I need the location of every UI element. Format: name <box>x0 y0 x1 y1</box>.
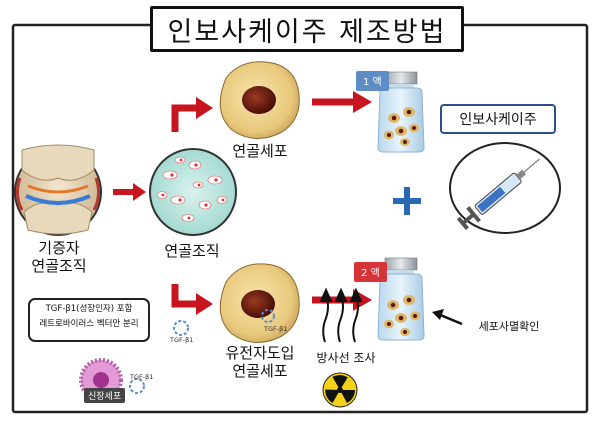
vial-2-image <box>377 257 425 341</box>
transduced-label-line1: 유전자도입 <box>225 344 295 362</box>
cell-death-pointer-arrow <box>437 312 463 326</box>
kidney-cell-label: 신장세포 <box>84 388 126 403</box>
plus-icon <box>393 187 421 215</box>
vial-2-tag: 2 액 <box>354 262 387 282</box>
radiation-icon <box>322 372 358 408</box>
tgf-vector-box: TGF-β1(성장인자) 포함 레트로바이러스 벡터만 분리 <box>28 298 150 342</box>
tgf-label-cell: TGF-β1 <box>264 325 288 333</box>
donor-label-line1: 기증자 <box>38 239 80 257</box>
transduced-label-line2: 연골세포 <box>232 362 288 380</box>
arrow-to-transduced-cell <box>171 284 198 308</box>
transduced-chondrocyte-image <box>219 263 300 343</box>
cell-death-label: 세포사멸확인 <box>478 320 540 333</box>
knee-joint-image <box>14 144 102 236</box>
inject-product-label: 인보사케이주 <box>440 104 556 134</box>
arrow-to-chondrocyte <box>171 104 198 132</box>
vial-1-tag: 1 액 <box>356 71 389 91</box>
donor-label-line2: 연골조직 <box>31 257 87 275</box>
chondrocyte-label: 연골세포 <box>232 142 288 160</box>
irradiation-arrows <box>319 287 363 343</box>
cartilage-tissue-label: 연골조직 <box>164 242 220 260</box>
tgf-vector-icon <box>173 320 189 336</box>
irradiation-label: 방사선 조사 <box>316 351 376 365</box>
chondrocyte-cell-image <box>219 61 300 139</box>
tgf-box-line2: 레트로바이러스 벡터만 분리 <box>39 319 139 329</box>
tgf-box-line1: TGF-β1(성장인자) 포함 <box>45 304 133 314</box>
page-title: 인보사케이주 제조방법 <box>150 6 464 52</box>
tgf-label-box: TGF-β1 <box>170 336 194 344</box>
cartilage-tissue-image <box>149 148 237 236</box>
tgf-vector-icon-kidney <box>129 378 145 394</box>
syringe-image <box>449 142 561 234</box>
tgf-label-kidney: TGF-β1 <box>130 373 154 381</box>
